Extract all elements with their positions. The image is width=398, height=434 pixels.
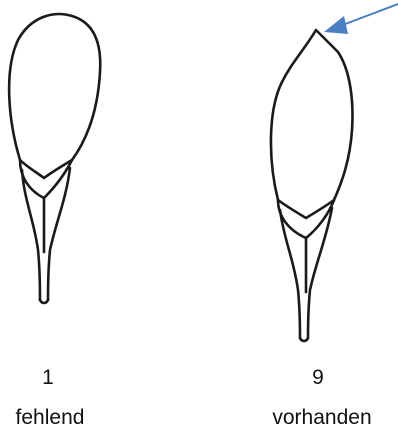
bud-with-tip-icon	[271, 30, 353, 341]
bud-without-tip-icon	[9, 14, 100, 303]
right-number: 9	[298, 366, 338, 390]
right-label: vorhanden	[250, 406, 394, 430]
left-label: fehlend	[0, 406, 100, 430]
left-number: 1	[28, 366, 68, 390]
arrow-icon	[324, 4, 398, 34]
